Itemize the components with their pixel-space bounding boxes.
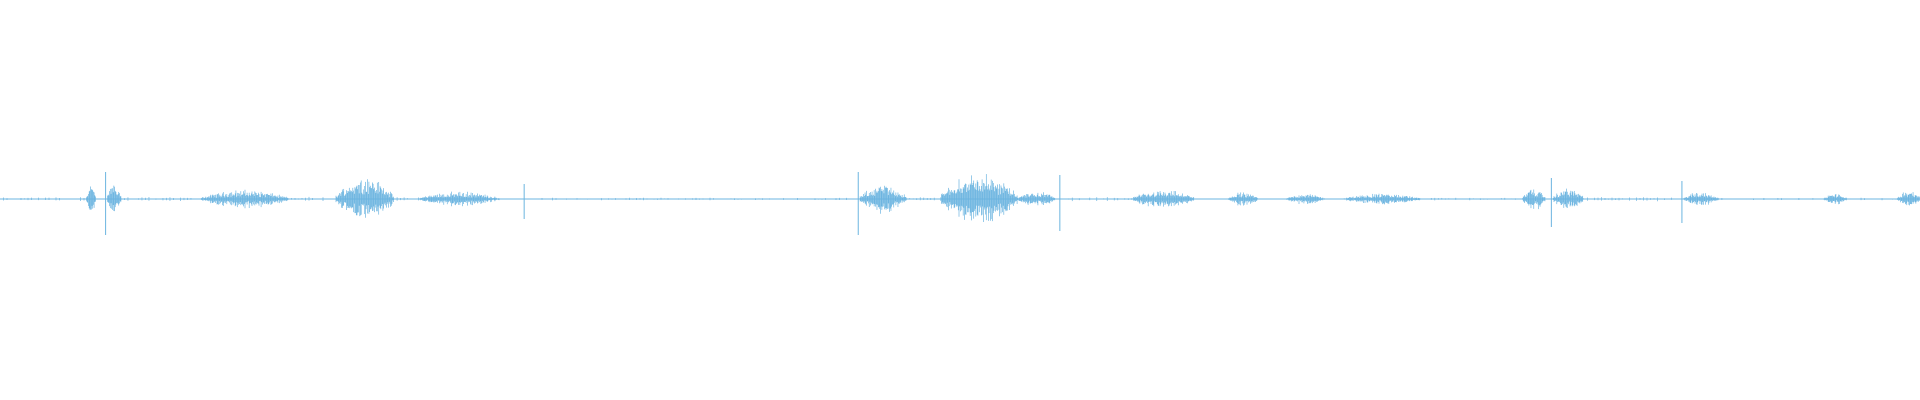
waveform-samples (3, 172, 1920, 235)
